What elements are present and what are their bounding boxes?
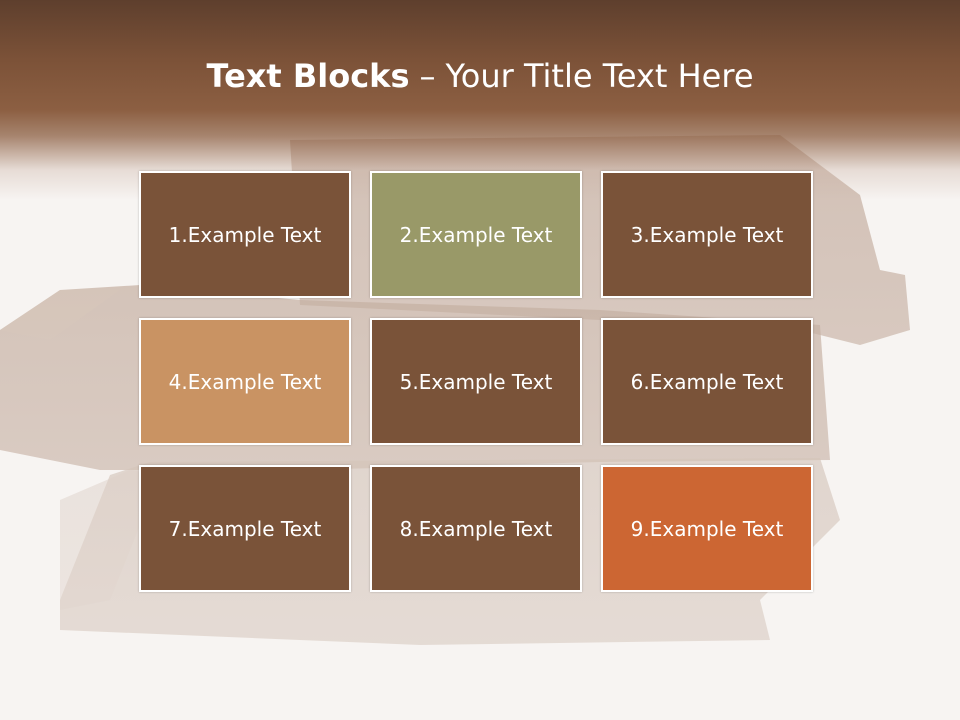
text-block-4: 4.Example Text: [139, 318, 351, 445]
header-band: [0, 0, 960, 200]
text-block-3: 3.Example Text: [601, 171, 813, 298]
title-bold-part: Text Blocks: [206, 57, 410, 95]
title-regular-part: Your Title Text Here: [445, 57, 754, 95]
text-block-1-label: 1.Example Text: [168, 222, 322, 247]
text-block-3-label: 3.Example Text: [630, 222, 784, 247]
text-block-5-label: 5.Example Text: [399, 369, 553, 394]
text-block-6-label: 6.Example Text: [630, 369, 784, 394]
slide-title: Text Blocks–Your Title Text Here: [0, 52, 960, 100]
text-block-9: 9.Example Text: [601, 465, 813, 592]
text-block-7: 7.Example Text: [139, 465, 351, 592]
text-block-8: 8.Example Text: [370, 465, 582, 592]
text-block-9-label: 9.Example Text: [630, 516, 784, 541]
text-block-8-label: 8.Example Text: [399, 516, 553, 541]
text-block-2: 2.Example Text: [370, 171, 582, 298]
text-block-2-label: 2.Example Text: [399, 222, 553, 247]
text-block-1: 1.Example Text: [139, 171, 351, 298]
text-block-7-label: 7.Example Text: [168, 516, 322, 541]
text-block-6: 6.Example Text: [601, 318, 813, 445]
text-block-4-label: 4.Example Text: [168, 369, 322, 394]
text-block-5: 5.Example Text: [370, 318, 582, 445]
title-separator: –: [419, 57, 436, 95]
